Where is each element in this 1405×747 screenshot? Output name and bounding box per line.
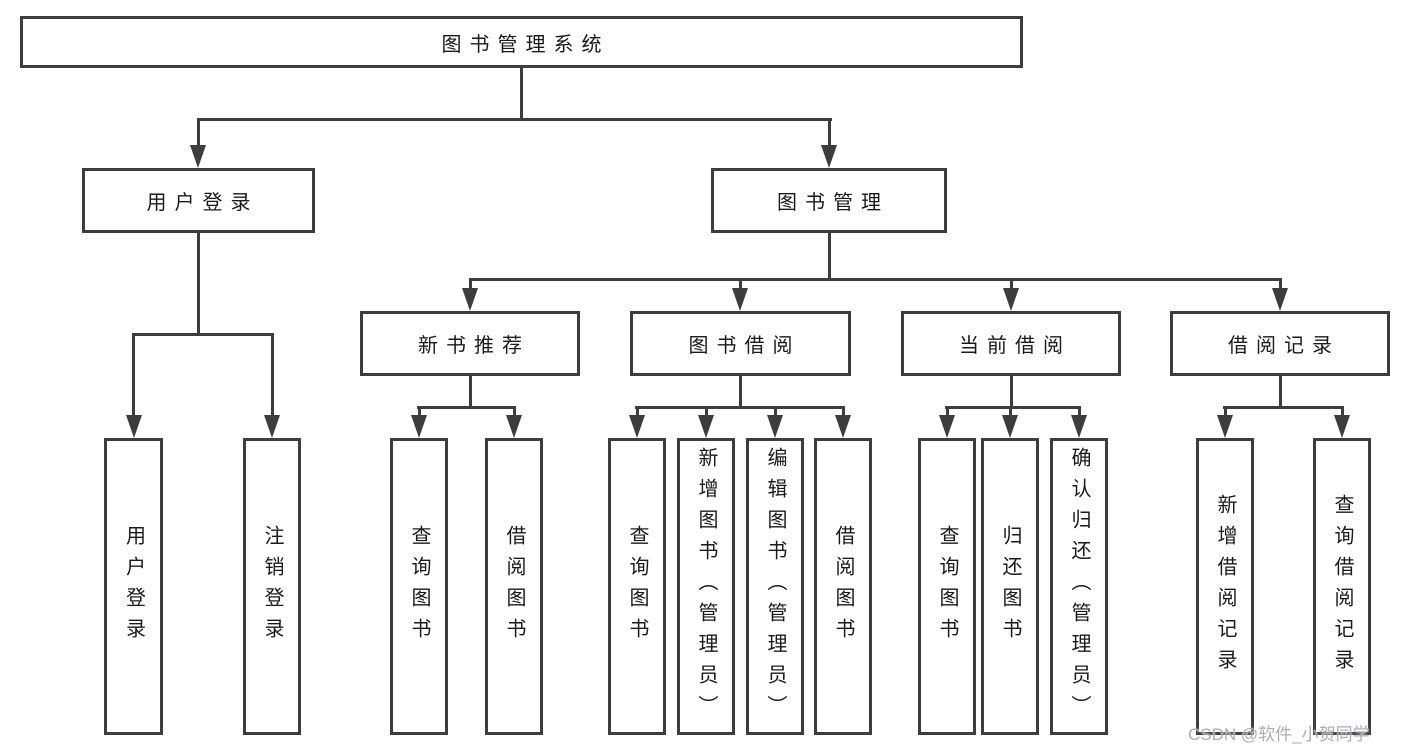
- arrow-down-icon: [821, 145, 837, 168]
- arrow-down-icon: [835, 415, 851, 438]
- arrow-down-icon: [1071, 415, 1087, 438]
- csdn-watermark: CSDN @软件_小贺同学: [1188, 725, 1370, 744]
- leaf-label: 查询图书: [626, 524, 648, 649]
- connector-line: [469, 278, 1281, 281]
- connector-line: [1010, 278, 1013, 290]
- node-logout: 注销登录: [243, 438, 301, 735]
- connector-line: [705, 406, 708, 417]
- connector-line: [520, 67, 523, 121]
- leaf-label: 查询借阅记录: [1331, 493, 1353, 680]
- leaf-label: 借阅图书: [832, 524, 854, 649]
- connector-line: [1078, 406, 1081, 417]
- leaf-label: 借阅图书: [503, 524, 525, 649]
- arrow-down-icon: [629, 415, 645, 438]
- node-book-management: 图书管理: [711, 168, 947, 233]
- connector-line: [469, 278, 472, 290]
- connector-line: [842, 406, 845, 417]
- arrow-down-icon: [462, 288, 478, 311]
- leaf-label: 编辑图书（管理员）: [764, 447, 786, 726]
- connector-line: [469, 376, 472, 409]
- node-nb-query-books: 查询图书: [390, 438, 448, 735]
- connector-line: [1279, 376, 1282, 409]
- arrow-down-icon: [732, 288, 748, 311]
- node-user-login: 用户登录: [82, 168, 315, 233]
- leaf-label: 注销登录: [261, 524, 283, 649]
- connector-line: [197, 118, 200, 148]
- leaf-label: 查询图书: [408, 524, 430, 649]
- connector-line: [1010, 376, 1013, 409]
- arrow-down-icon: [264, 415, 280, 438]
- arrow-down-icon: [1002, 415, 1018, 438]
- node-cb-query-books: 查询图书: [918, 438, 976, 735]
- connector-line: [417, 406, 515, 409]
- connector-line: [945, 406, 1081, 409]
- node-new-book-recommend: 新书推荐: [360, 311, 580, 376]
- connector-line: [132, 333, 274, 336]
- leaf-label: 新增图书（管理员）: [695, 447, 717, 726]
- leaf-label: 新增借阅记录: [1214, 493, 1236, 680]
- connector-line: [946, 406, 949, 417]
- node-cb-return-books: 归还图书: [981, 438, 1039, 735]
- connector-line: [635, 406, 845, 409]
- connector-line: [513, 406, 516, 417]
- leaf-label: 归还图书: [999, 524, 1021, 649]
- arrow-down-icon: [939, 415, 955, 438]
- arrow-down-icon: [411, 415, 427, 438]
- node-cb-confirm-return-admin: 确认归还（管理员）: [1050, 438, 1108, 735]
- connector-line: [1279, 278, 1282, 290]
- arrow-down-icon: [1272, 288, 1288, 311]
- connector-line: [271, 333, 274, 417]
- connector-line: [1341, 406, 1344, 417]
- node-bb-edit-books-admin: 编辑图书（管理员）: [746, 438, 804, 735]
- leaf-label: 查询图书: [936, 524, 958, 649]
- leaf-label: 确认归还（管理员）: [1068, 447, 1090, 726]
- node-bb-add-books-admin: 新增图书（管理员）: [677, 438, 735, 735]
- arrow-down-icon: [190, 145, 206, 168]
- connector-line: [197, 118, 832, 121]
- node-current-borrowing: 当前借阅: [901, 311, 1121, 376]
- connector-line: [828, 233, 831, 281]
- node-br-query-record: 查询借阅记录: [1313, 438, 1371, 735]
- arrow-down-icon: [506, 415, 522, 438]
- arrow-down-icon: [126, 415, 142, 438]
- node-br-add-record: 新增借阅记录: [1196, 438, 1254, 735]
- connector-line: [418, 406, 421, 417]
- node-book-borrowing: 图书借阅: [630, 311, 851, 376]
- connector-line: [636, 406, 639, 417]
- connector-line: [739, 278, 742, 290]
- node-nb-borrow-books: 借阅图书: [485, 438, 543, 735]
- node-borrowing-records: 借阅记录: [1170, 311, 1390, 376]
- node-bb-query-books: 查询图书: [608, 438, 666, 735]
- arrow-down-icon: [767, 415, 783, 438]
- arrow-down-icon: [698, 415, 714, 438]
- arrow-down-icon: [1217, 415, 1233, 438]
- connector-line: [739, 376, 742, 409]
- connector-line: [132, 333, 135, 417]
- arrow-down-icon: [1003, 288, 1019, 311]
- node-bb-borrow-books: 借阅图书: [814, 438, 872, 735]
- connector-line: [1224, 406, 1227, 417]
- arrow-down-icon: [1334, 415, 1350, 438]
- connector-line: [774, 406, 777, 417]
- leaf-label: 用户登录: [122, 524, 145, 649]
- connector-line: [828, 118, 831, 148]
- connector-line: [197, 233, 200, 336]
- connector-line: [1009, 406, 1012, 417]
- node-library-system: 图书管理系统: [20, 16, 1023, 68]
- connector-line: [1223, 406, 1344, 409]
- node-user-login-action: 用户登录: [104, 438, 163, 735]
